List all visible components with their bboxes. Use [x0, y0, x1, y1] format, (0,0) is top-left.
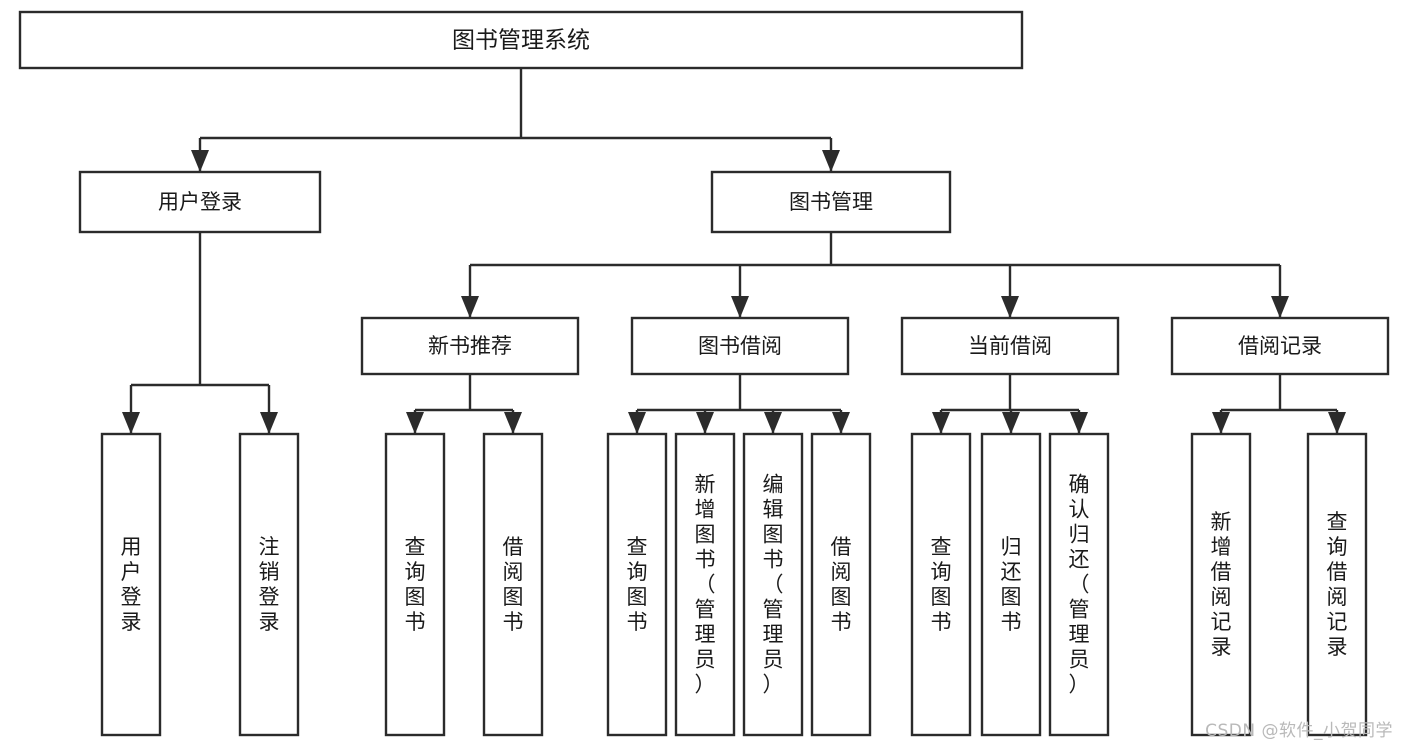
- node-leaf-add-book[interactable]: 新增图书（管理员）: [674, 432, 736, 737]
- node-label-book-borrow: 图书借阅: [698, 334, 782, 358]
- node-label-root: 图书管理系统: [452, 28, 590, 54]
- node-label-leaf-query-record: 查询借阅记录: [1327, 510, 1348, 659]
- node-user-login[interactable]: 用户登录: [78, 170, 322, 234]
- node-leaf-return-book[interactable]: 归还图书: [980, 432, 1042, 737]
- arrow-head-icon: [504, 412, 522, 434]
- node-leaf-query-book-2[interactable]: 查询图书: [606, 432, 668, 737]
- node-label-leaf-confirm-return: 确认归还（管理员）: [1069, 473, 1090, 697]
- arrow-head-icon: [832, 412, 850, 434]
- node-label-leaf-logout: 注销登录: [259, 535, 280, 634]
- node-book-manage[interactable]: 图书管理: [710, 170, 952, 234]
- node-label-leaf-add-book: 新增图书（管理员）: [695, 473, 716, 697]
- arrow-head-icon: [122, 412, 140, 434]
- node-box-leaf-query-record: [1306, 432, 1368, 737]
- node-box-leaf-logout: [238, 432, 300, 737]
- node-label-new-book-rec: 新书推荐: [428, 334, 512, 358]
- node-leaf-borrow-book-2[interactable]: 借阅图书: [810, 432, 872, 737]
- node-label-leaf-query-book-1: 查询图书: [405, 535, 426, 634]
- node-box-leaf-return-book: [980, 432, 1042, 737]
- arrow-head-icon: [1271, 296, 1289, 318]
- arrow-head-icon: [260, 412, 278, 434]
- arrow-head-icon: [932, 412, 950, 434]
- node-label-leaf-user-login: 用户登录: [121, 535, 142, 634]
- node-box-root: [18, 10, 1024, 70]
- node-label-leaf-query-book-2: 查询图书: [627, 535, 648, 634]
- arrow-head-icon: [1002, 412, 1020, 434]
- node-label-book-manage: 图书管理: [789, 190, 873, 214]
- node-root[interactable]: 图书管理系统: [18, 10, 1024, 70]
- connectors-layer: [122, 68, 1346, 434]
- node-box-new-book-rec: [360, 316, 580, 376]
- node-box-leaf-borrow-book-2: [810, 432, 872, 737]
- node-label-current-borrow: 当前借阅: [968, 334, 1052, 358]
- node-borrow-record[interactable]: 借阅记录: [1170, 316, 1390, 376]
- node-label-leaf-return-book: 归还图书: [1001, 535, 1022, 634]
- node-box-leaf-query-book-1: [384, 432, 446, 737]
- node-box-user-login: [78, 170, 322, 234]
- node-box-leaf-user-login: [100, 432, 162, 737]
- node-book-borrow[interactable]: 图书借阅: [630, 316, 850, 376]
- node-label-borrow-record: 借阅记录: [1238, 334, 1322, 358]
- node-box-current-borrow: [900, 316, 1120, 376]
- arrow-head-icon: [764, 412, 782, 434]
- node-box-leaf-add-record: [1190, 432, 1252, 737]
- node-leaf-user-login[interactable]: 用户登录: [100, 432, 162, 737]
- arrow-head-icon: [1001, 296, 1019, 318]
- node-leaf-query-book-1[interactable]: 查询图书: [384, 432, 446, 737]
- node-leaf-borrow-book-1[interactable]: 借阅图书: [482, 432, 544, 737]
- csdn-watermark: CSDN @软件_小贺同学: [1205, 721, 1393, 741]
- arrow-head-icon: [461, 296, 479, 318]
- node-box-leaf-borrow-book-1: [482, 432, 544, 737]
- arrow-head-icon: [1328, 412, 1346, 434]
- arrow-head-icon: [1212, 412, 1230, 434]
- node-label-user-login: 用户登录: [158, 190, 242, 214]
- arrow-head-icon: [731, 296, 749, 318]
- node-label-leaf-query-book-3: 查询图书: [931, 535, 952, 634]
- node-label-leaf-borrow-book-1: 借阅图书: [503, 535, 524, 634]
- node-box-leaf-query-book-3: [910, 432, 972, 737]
- node-label-leaf-add-record: 新增借阅记录: [1211, 510, 1232, 659]
- arrow-head-icon: [822, 150, 840, 172]
- node-box-leaf-add-book: [674, 432, 736, 737]
- node-leaf-logout[interactable]: 注销登录: [238, 432, 300, 737]
- node-label-leaf-borrow-book-2: 借阅图书: [831, 535, 852, 634]
- arrow-head-icon: [191, 150, 209, 172]
- node-current-borrow[interactable]: 当前借阅: [900, 316, 1120, 376]
- arrow-head-icon: [696, 412, 714, 434]
- node-box-leaf-confirm-return: [1048, 432, 1110, 737]
- arrow-head-icon: [1070, 412, 1088, 434]
- node-leaf-edit-book[interactable]: 编辑图书（管理员）: [742, 432, 804, 737]
- node-new-book-rec[interactable]: 新书推荐: [360, 316, 580, 376]
- node-leaf-query-book-3[interactable]: 查询图书: [910, 432, 972, 737]
- node-box-borrow-record: [1170, 316, 1390, 376]
- node-box-book-manage: [710, 170, 952, 234]
- arrow-head-icon: [406, 412, 424, 434]
- node-leaf-add-record[interactable]: 新增借阅记录: [1190, 432, 1252, 737]
- node-leaf-confirm-return[interactable]: 确认归还（管理员）: [1048, 432, 1110, 737]
- node-box-leaf-query-book-2: [606, 432, 668, 737]
- nodes-layer: 图书管理系统用户登录图书管理新书推荐图书借阅当前借阅借阅记录用户登录注销登录查询…: [18, 10, 1390, 737]
- node-label-leaf-edit-book: 编辑图书（管理员）: [763, 473, 784, 697]
- arrow-head-icon: [628, 412, 646, 434]
- node-leaf-query-record[interactable]: 查询借阅记录: [1306, 432, 1368, 737]
- node-box-leaf-edit-book: [742, 432, 804, 737]
- node-box-book-borrow: [630, 316, 850, 376]
